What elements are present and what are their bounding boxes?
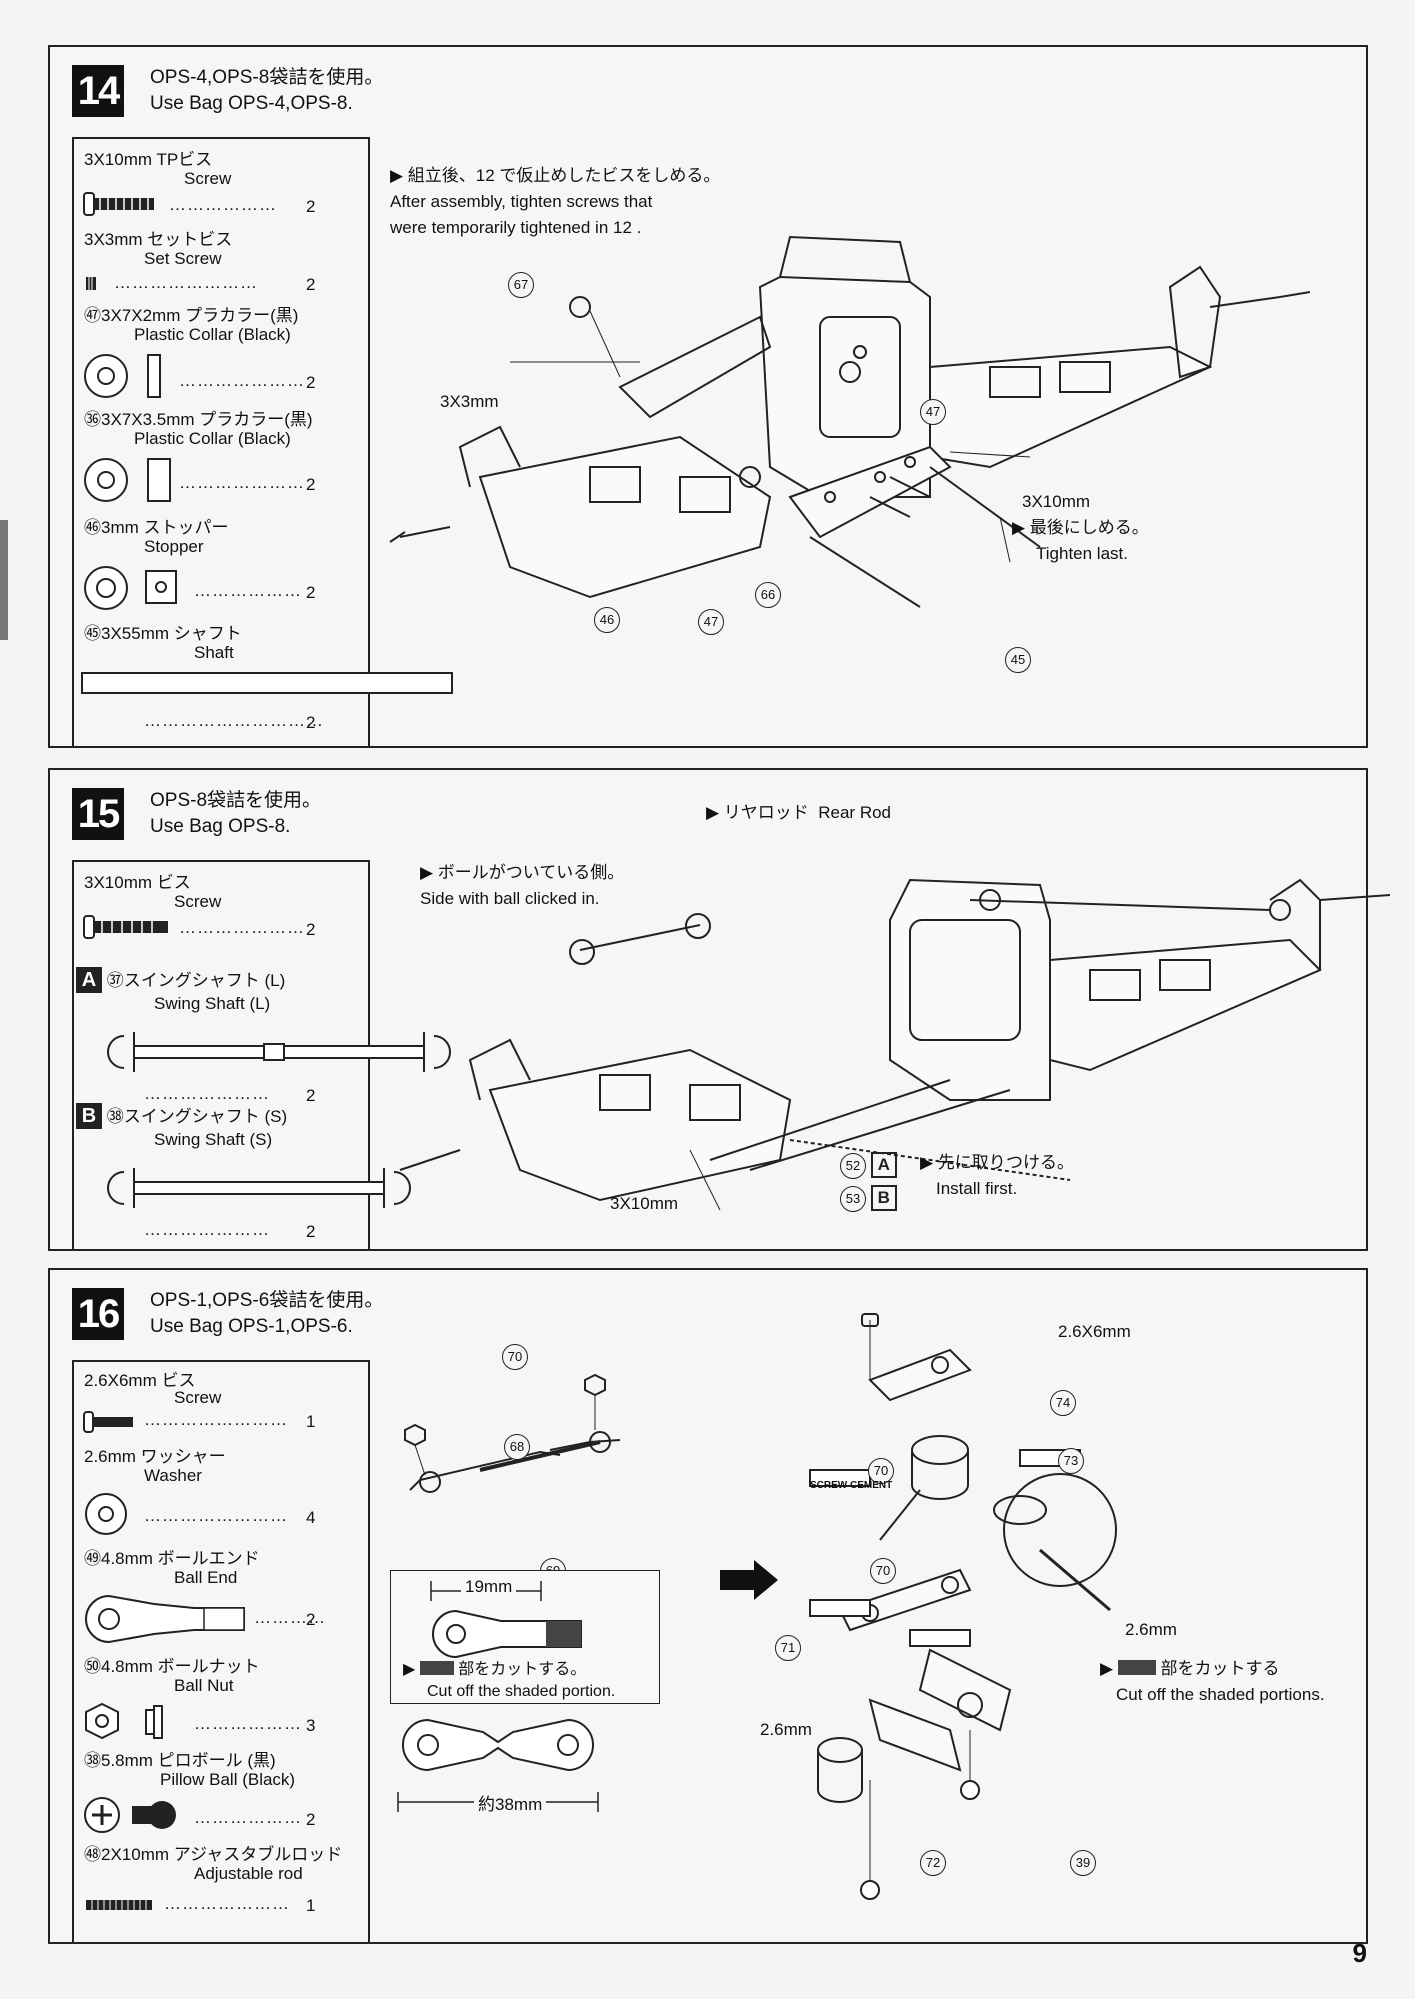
bag-instruction: OPS-4,OPS-8袋詰を使用。 Use Bag OPS-4,OPS-8. [150,65,383,117]
ball-nut-icon [85,1702,163,1740]
stopper-icon [84,566,177,610]
step-number: 15 [72,788,124,840]
step-number: 14 [72,65,124,117]
cut-shaded-note: ▶ 部をカットする Cut off the shaded portions. [1100,1659,1325,1704]
num-callout: 66 [755,582,781,608]
swing-shaft-short-icon [107,1168,411,1208]
bag-instruction: OPS-1,OPS-6袋詰を使用。 Use Bag OPS-1,OPS-6. [150,1290,384,1337]
num-callout: 67 [508,272,534,298]
num-callout: 70 [870,1558,896,1584]
parts-list: 2.6X6mm ビス Screw …………………… 1 2.6mm ワッシャー … [72,1360,370,1944]
ball-end-cut-icon [432,1609,582,1659]
bag-en: Use Bag OPS-4,OPS-8. [150,93,353,114]
num-callout: 71 [775,1635,801,1661]
rear-rod-label: ▶ リヤロッド Rear Rod [706,803,892,822]
tighten-last-note: 3X10mm ▶ 最後にしめる。 Tighten last. [1012,492,1149,563]
bag-jp: OPS-4,OPS-8袋詰を使用。 [150,67,384,88]
shaft-icon [81,672,453,694]
ball-side-note: ▶ ボールがついている側。 Side with ball clicked in. [420,863,625,908]
washer-icon [85,1493,127,1535]
num-callout: 46 [594,607,620,633]
num-callout: 73 [1058,1448,1084,1474]
num-callout: 47 [920,399,946,425]
num-callout: 70 [502,1344,528,1370]
page-binding-edge [0,520,8,640]
set-screw-callout: 3X3mm [440,392,499,411]
swing-shaft-callouts: 52 A 53 B [840,1152,897,1212]
swing-shaft-long-icon [107,1032,451,1072]
washer-callout: 2.6mm [1125,1620,1177,1639]
num-callout: 72 [920,1850,946,1876]
step-16-panel: 16 OPS-1,OPS-6袋詰を使用。 Use Bag OPS-1,OPS-6… [48,1268,1368,1944]
step-number: 16 [72,1288,124,1340]
page-number: 9 [1352,1938,1367,1968]
parts-list: 3X10mm ビス Screw ………………… 2 A ㊲スイングシャフト (L… [72,860,451,1251]
install-first-note: ▶ 先に取りつける。 Install first. [920,1153,1074,1198]
assembled-rod-icon [402,1718,594,1772]
small-screw-icon [83,1411,133,1433]
step-14-panel: 14 OPS-4,OPS-8袋詰を使用。 Use Bag OPS-4,OPS-8… [48,45,1368,748]
right-arrow-icon [720,1560,778,1600]
collar-icon [84,354,161,398]
pillow-ball-icon [84,1797,176,1833]
num-callout: 70 [868,1458,894,1484]
cut-detail-box: 19mm ▶ 部をカットする。 Cut off the shaded porti… [390,1570,660,1704]
screw-callout: 3X10mm [610,1194,679,1213]
bag-instruction: OPS-8袋詰を使用。 Use Bag OPS-8. [150,790,322,837]
rear-suspension-assembly-illustration [389,235,1311,608]
adjustable-rod-icon [86,1900,152,1910]
num-callout: 45 [1005,647,1031,673]
set-screw-icon [86,277,96,290]
step-15-panel: 15 OPS-8袋詰を使用。 Use Bag OPS-8. 3X10mm ビス … [48,768,1391,1251]
rear-rod-assembly-illustration [399,878,1391,1211]
dimension-19mm [430,1581,542,1601]
num-callout: 68 [504,1434,530,1460]
num-callout: 47 [698,609,724,635]
collar-icon [84,458,171,502]
num-callout: 39 [1070,1850,1096,1876]
screw-icon [83,915,168,939]
ball-end-icon [85,1594,245,1644]
assembly-note: ▶ 組立後、12 で仮止めしたビスをしめる。 After assembly, t… [390,166,721,237]
screw-cement-label: SCREW CEMENT [810,1480,893,1491]
parts-list: 3X10mm TPビス Screw ……………… 2 3X3mm セットビス S… [72,137,453,748]
dimension-38mm-label: 約38mm [474,1790,547,1815]
steering-crank-assembly-illustration [809,1313,1117,1900]
small-screw-callout: 2.6X6mm [1058,1322,1131,1341]
washer-callout: 2.6mm [760,1720,812,1739]
tp-screw-icon [83,192,154,216]
num-callout: 74 [1050,1390,1076,1416]
rod-assembly-illustration [404,1373,621,1493]
